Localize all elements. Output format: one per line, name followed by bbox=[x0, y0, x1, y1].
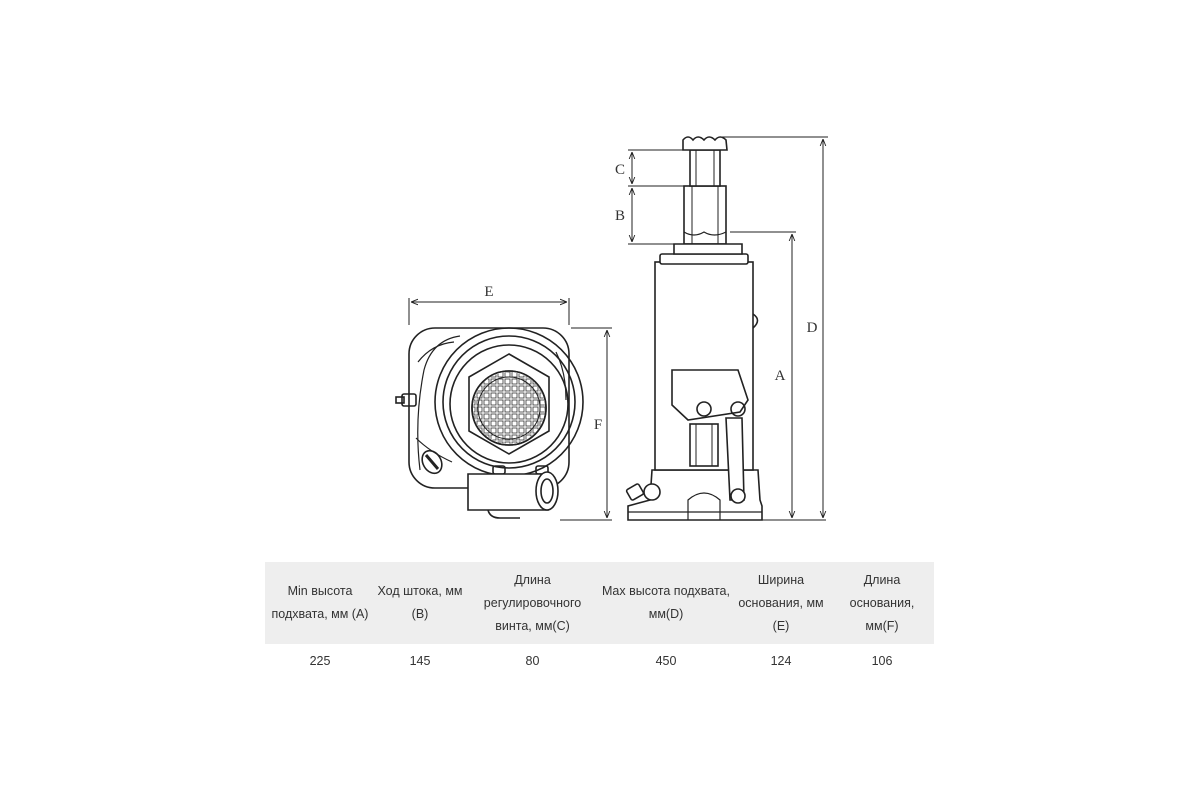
valve-screw-icon bbox=[421, 449, 443, 475]
pump-piston bbox=[689, 423, 719, 467]
dimension-c bbox=[628, 149, 688, 187]
release-valve-icon bbox=[395, 393, 417, 407]
table-row: 225 145 80 450 124 106 bbox=[265, 644, 934, 674]
dimension-label-a: A bbox=[775, 368, 786, 384]
cell-base-width: 124 bbox=[770, 654, 792, 668]
dimension-b bbox=[628, 188, 680, 245]
jack-side-view bbox=[625, 136, 763, 521]
cell-base-length: 106 bbox=[871, 654, 893, 668]
dimension-a bbox=[730, 231, 826, 521]
header-max-height: Max высота подхвата, мм(D) bbox=[600, 562, 732, 644]
side-release-valve-icon bbox=[625, 483, 661, 501]
saddle-top-icon bbox=[471, 370, 547, 446]
header-base-width: Ширина основания, мм (E) bbox=[732, 562, 830, 644]
cell-screw-length: 80 bbox=[525, 654, 540, 668]
header-min-height: Min высота подхвата, мм (A) bbox=[265, 562, 375, 644]
header-screw-length: Длина регулировочного винта, мм(C) bbox=[465, 562, 600, 644]
pump-socket bbox=[467, 471, 559, 519]
header-base-length: Длина основания, мм(F) bbox=[830, 562, 934, 644]
header-stroke: Ход штока, мм (B) bbox=[375, 562, 465, 644]
pump-bracket bbox=[671, 369, 749, 421]
dimension-label-e: E bbox=[484, 284, 493, 300]
ram-hex-nut bbox=[468, 353, 550, 455]
dimension-label-c: C bbox=[615, 162, 625, 178]
extension-screw bbox=[689, 149, 721, 187]
dimension-f bbox=[560, 327, 612, 521]
dimension-label-d: D bbox=[807, 320, 818, 336]
cell-max-height: 450 bbox=[655, 654, 677, 668]
ram-rod bbox=[683, 185, 727, 245]
dimension-label-b: B bbox=[615, 208, 625, 224]
cell-stroke: 145 bbox=[409, 654, 431, 668]
spec-table-header-row: Min высота подхвата, мм (A) Ход штока, м… bbox=[265, 562, 934, 644]
dimension-label-f: F bbox=[594, 417, 602, 433]
jack-top-view bbox=[395, 327, 584, 519]
saddle-cap bbox=[682, 136, 728, 151]
cell-min-height: 225 bbox=[309, 654, 331, 668]
dimension-e bbox=[408, 298, 570, 325]
dimension-d bbox=[720, 136, 828, 518]
jack-dimension-diagram: E F bbox=[395, 136, 828, 521]
spec-table: Min высота подхвата, мм (A) Ход штока, м… bbox=[265, 562, 934, 674]
